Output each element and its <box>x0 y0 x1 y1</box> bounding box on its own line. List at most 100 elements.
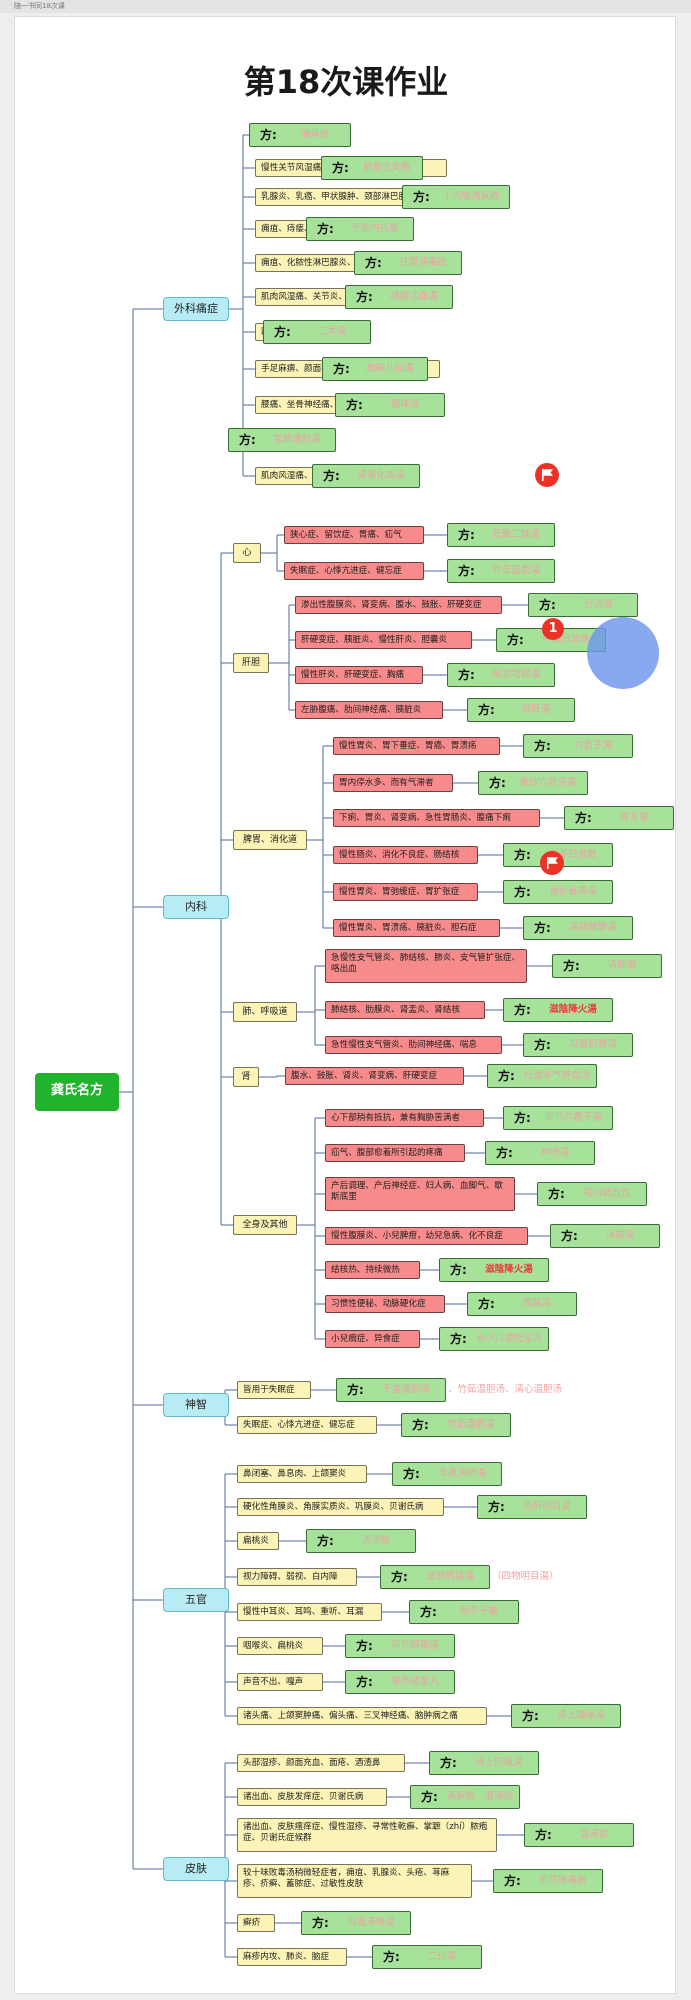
prescription-box[interactable]: 方:香砂六君子湯 <box>478 771 588 795</box>
subcategory-fei[interactable]: 肺、呼吸道 <box>233 1002 297 1022</box>
disease-box[interactable]: 硬化性角膜炎、角膜实质炎、巩膜炎、贝谢氏病 <box>237 1498 444 1516</box>
mindmap-canvas[interactable]: 第18次课作业 龚氏名方外科痛症内科神智五官皮肤瘀血症、跌打损伤方:通导散慢性关… <box>14 16 676 1994</box>
prescription-box[interactable]: 方:柴芍六君子湯 <box>503 1106 613 1130</box>
prescription-box[interactable]: 方:瓜蔞枳實湯 <box>523 1033 633 1057</box>
prescription-box[interactable]: 方:荊防敗毒散 <box>493 1869 603 1893</box>
disease-box[interactable]: 下痢、胃炎、肾变病、急性胃肠炎、腹痛下痢 <box>333 809 540 827</box>
prescription-box[interactable]: 方:六君子湯 <box>523 734 633 758</box>
category-waike[interactable]: 外科痛症 <box>163 297 229 321</box>
prescription-box[interactable]: 方:加味八仙湯 <box>322 357 428 381</box>
disease-box[interactable]: 鼻闭塞、鼻息肉、上颌窦炎 <box>237 1465 367 1483</box>
disease-box[interactable]: 诸头痛、上颌窦肿痛、偏头痛、三叉神经痛、脑肿病之痛 <box>237 1707 487 1725</box>
disease-box[interactable]: 较十味败毒汤稍微轻症者，痈疽、乳腺炎、头疮、荨麻疹、疥癣、蓄脓症、过敏性皮肤 <box>237 1864 472 1898</box>
prescription-box[interactable]: 方:千金温胆汤、竹茹温胆汤、清心温胆汤 <box>336 1378 562 1402</box>
prescription-box[interactable]: 方:荊芥解毒湯 <box>345 1634 455 1658</box>
prescription-box[interactable]: 方:胃苓湯 <box>564 806 674 830</box>
flag-marker-icon[interactable] <box>540 851 564 875</box>
prescription-box[interactable]: 方:溫清飲 <box>524 1823 634 1847</box>
disease-box[interactable]: 扁桃炎 <box>237 1532 279 1550</box>
subcategory-shen[interactable]: 肾 <box>233 1067 259 1087</box>
prescription-box[interactable]: 方:滋腎明目湯（四物明目湯） <box>380 1565 559 1589</box>
disease-box[interactable]: 肺结核、肋膜炎、肾盂炎、肾结核 <box>325 1001 485 1019</box>
disease-box[interactable]: 癣疥 <box>237 1914 275 1932</box>
prescription-box[interactable]: 方:二仙湯 <box>372 1945 482 1969</box>
disease-box[interactable]: 诸出血、皮肤发痒症、贝谢氏病 <box>237 1788 387 1806</box>
category-pifu[interactable]: 皮肤 <box>163 1857 229 1881</box>
disease-box[interactable]: 皆用于失眠症 <box>237 1381 311 1399</box>
prescription-box[interactable]: 方:消風清營湯 <box>301 1911 411 1935</box>
prescription-box[interactable]: 方:芎归调血饮 <box>537 1182 647 1206</box>
flag-marker-icon[interactable] <box>535 463 559 487</box>
disease-box[interactable]: 咽喉炎、扁桃炎 <box>237 1637 323 1655</box>
disease-box[interactable]: 心下部稍有抵抗，兼有胸胁苦满者 <box>325 1109 484 1127</box>
disease-box[interactable]: 声音不出、嘎声 <box>237 1673 323 1691</box>
prescription-box[interactable]: 方:黃解散、溫清飲 <box>410 1785 520 1809</box>
disease-box[interactable]: 慢性胃炎、胃溃疡、胰脏炎、胆石症 <box>333 919 500 937</box>
disease-box[interactable]: 结核热、持续微热 <box>325 1261 420 1279</box>
disease-box[interactable]: 产后调理、产后神经症、妇人病、血脚气、歇斯底里 <box>325 1177 515 1211</box>
disease-box[interactable]: 慢性腹膜炎、小兒脾疳，幼兒急病、化不良症 <box>325 1227 528 1245</box>
disease-box[interactable]: 视力障碍、弱视、白内障 <box>237 1568 357 1586</box>
prescription-box[interactable]: 方:洗肝明目湯 <box>477 1495 587 1519</box>
disease-box[interactable]: 渗出性腹膜炎、肾变病、腹水、鼓胀、肝硬变症 <box>295 596 502 614</box>
prescription-box[interactable]: 方:當歸連翹湯 <box>228 428 336 452</box>
prescription-box[interactable]: 方:竹茹温膽湯 <box>447 559 555 583</box>
disease-box[interactable]: 诸出血、皮肤瘙痒症、慢性湿疹、寻常性乾癬、掌蹠（zhí）脓疱症、贝谢氏症候群 <box>237 1818 497 1852</box>
subcategory-xin[interactable]: 心 <box>233 543 261 563</box>
subcategory-piwei[interactable]: 脾胃、消化道 <box>233 830 307 850</box>
prescription-box[interactable]: 方:響声破笛丸 <box>345 1670 455 1694</box>
prescription-box[interactable]: 方:千金内托散 <box>306 217 414 241</box>
prescription-box[interactable]: 方:清熱解鬱湯 <box>523 916 633 940</box>
disease-box[interactable]: 慢性肠炎、消化不良症、肠结核 <box>333 846 478 864</box>
category-shenzhi[interactable]: 神智 <box>163 1393 229 1417</box>
notification-badge[interactable]: 1 <box>542 618 564 640</box>
prescription-box[interactable]: 方:托里消毒飲 <box>354 251 462 275</box>
disease-box[interactable]: 狭心症、留饮症、胃痛、疝气 <box>284 526 424 544</box>
prescription-box[interactable]: 方:清涼飲 <box>306 1529 416 1553</box>
disease-box[interactable]: 慢性胃炎、胃弛缓症、胃扩张症 <box>333 883 478 901</box>
prescription-box[interactable]: 方:滋陰降火湯 <box>439 1258 549 1282</box>
prescription-box[interactable]: 方:清上防風湯 <box>429 1751 539 1775</box>
disease-box[interactable]: 慢性胃炎、胃下垂症、胃癌、胃溃疡 <box>333 737 500 755</box>
prescription-box[interactable]: 方:分消湯 <box>528 593 638 617</box>
prescription-box[interactable]: 方:疏肝湯 <box>467 698 575 722</box>
prescription-box[interactable]: 方:淨腑湯 <box>550 1224 660 1248</box>
prescription-box[interactable]: 方:滋陰降火湯 <box>503 998 613 1022</box>
prescription-box[interactable]: 方:积聚二陳湯 <box>447 523 555 547</box>
prescription-box[interactable]: 方:清肺湯 <box>552 954 662 978</box>
disease-box[interactable]: 左胁腹痛、肋间神经痛、胰脏炎 <box>295 701 443 719</box>
disease-box[interactable]: 疝气、腹部愈着所引起的疼痛 <box>325 1144 465 1162</box>
disease-box[interactable]: 腹水、鼓胀、肾炎、肾变病、肝硬变症 <box>285 1067 464 1085</box>
disease-box[interactable]: 肝硬变症、胰脏炎、慢性肝炎、胆囊炎 <box>295 631 472 649</box>
prescription-box[interactable]: 方:疏經活血湯 <box>345 285 453 309</box>
category-wuguan[interactable]: 五官 <box>163 1588 229 1612</box>
prescription-box[interactable]: 方:治小儿愛吃泥方 <box>439 1327 549 1351</box>
root-node[interactable]: 龚氏名方 <box>35 1073 119 1111</box>
prescription-box[interactable]: 方:香砂養胃湯 <box>503 880 613 904</box>
prescription-box[interactable]: 方:神效湯 <box>485 1141 595 1165</box>
prescription-box[interactable]: 方:荊芥子散 <box>409 1600 519 1624</box>
disease-box[interactable]: 麻疹内攻、肺炎、脑症 <box>237 1948 347 1966</box>
prescription-box[interactable]: 方:辛夷清肺湯 <box>392 1462 502 1486</box>
disease-box[interactable]: 急性慢性支气管炎、肋间神经痛、喘息 <box>325 1036 502 1054</box>
disease-box[interactable]: 失眠症、心悸亢进症、健忘症 <box>284 562 424 580</box>
prescription-box[interactable]: 方:通导散 <box>249 123 351 147</box>
prescription-box[interactable]: 方:行湿补气养血汤 <box>487 1064 597 1088</box>
prescription-box[interactable]: 方:柴胡芎歸湯 <box>447 663 555 687</box>
prescription-box[interactable]: 方:舒筋立安散 <box>321 156 423 180</box>
subcategory-qita[interactable]: 全身及其他 <box>233 1215 297 1235</box>
disease-box[interactable]: 慢性中耳炎、耳鸣、重听、耳漏 <box>237 1603 382 1621</box>
prescription-box[interactable]: 方:十六味流氣飲 <box>402 185 510 209</box>
prescription-box[interactable]: 方:清上蠲痛湯 <box>511 1704 621 1728</box>
prescription-box[interactable]: 方:獨味湯 <box>335 393 445 417</box>
disease-box[interactable]: 小兒癇症、异食症 <box>325 1330 420 1348</box>
prescription-box[interactable]: 方:潤腸湯 <box>467 1292 577 1316</box>
subcategory-gandan[interactable]: 肝胆 <box>233 653 269 673</box>
prescription-box[interactable]: 方:竹茹温膽湯 <box>401 1413 511 1437</box>
category-neike[interactable]: 内科 <box>163 895 229 919</box>
disease-box[interactable]: 失眠症、心悸亢进症、健忘症 <box>237 1416 377 1434</box>
prescription-box[interactable]: 方:清濕化痰湯 <box>312 464 420 488</box>
disease-box[interactable]: 习惯性便秘、动脉硬化症 <box>325 1295 445 1313</box>
disease-box[interactable]: 慢性肝炎、肝硬变症、胸痛 <box>295 666 423 684</box>
disease-box[interactable]: 急慢性支气管炎、肺结核、肺炎、支气管扩张症、咯出血 <box>325 949 527 983</box>
